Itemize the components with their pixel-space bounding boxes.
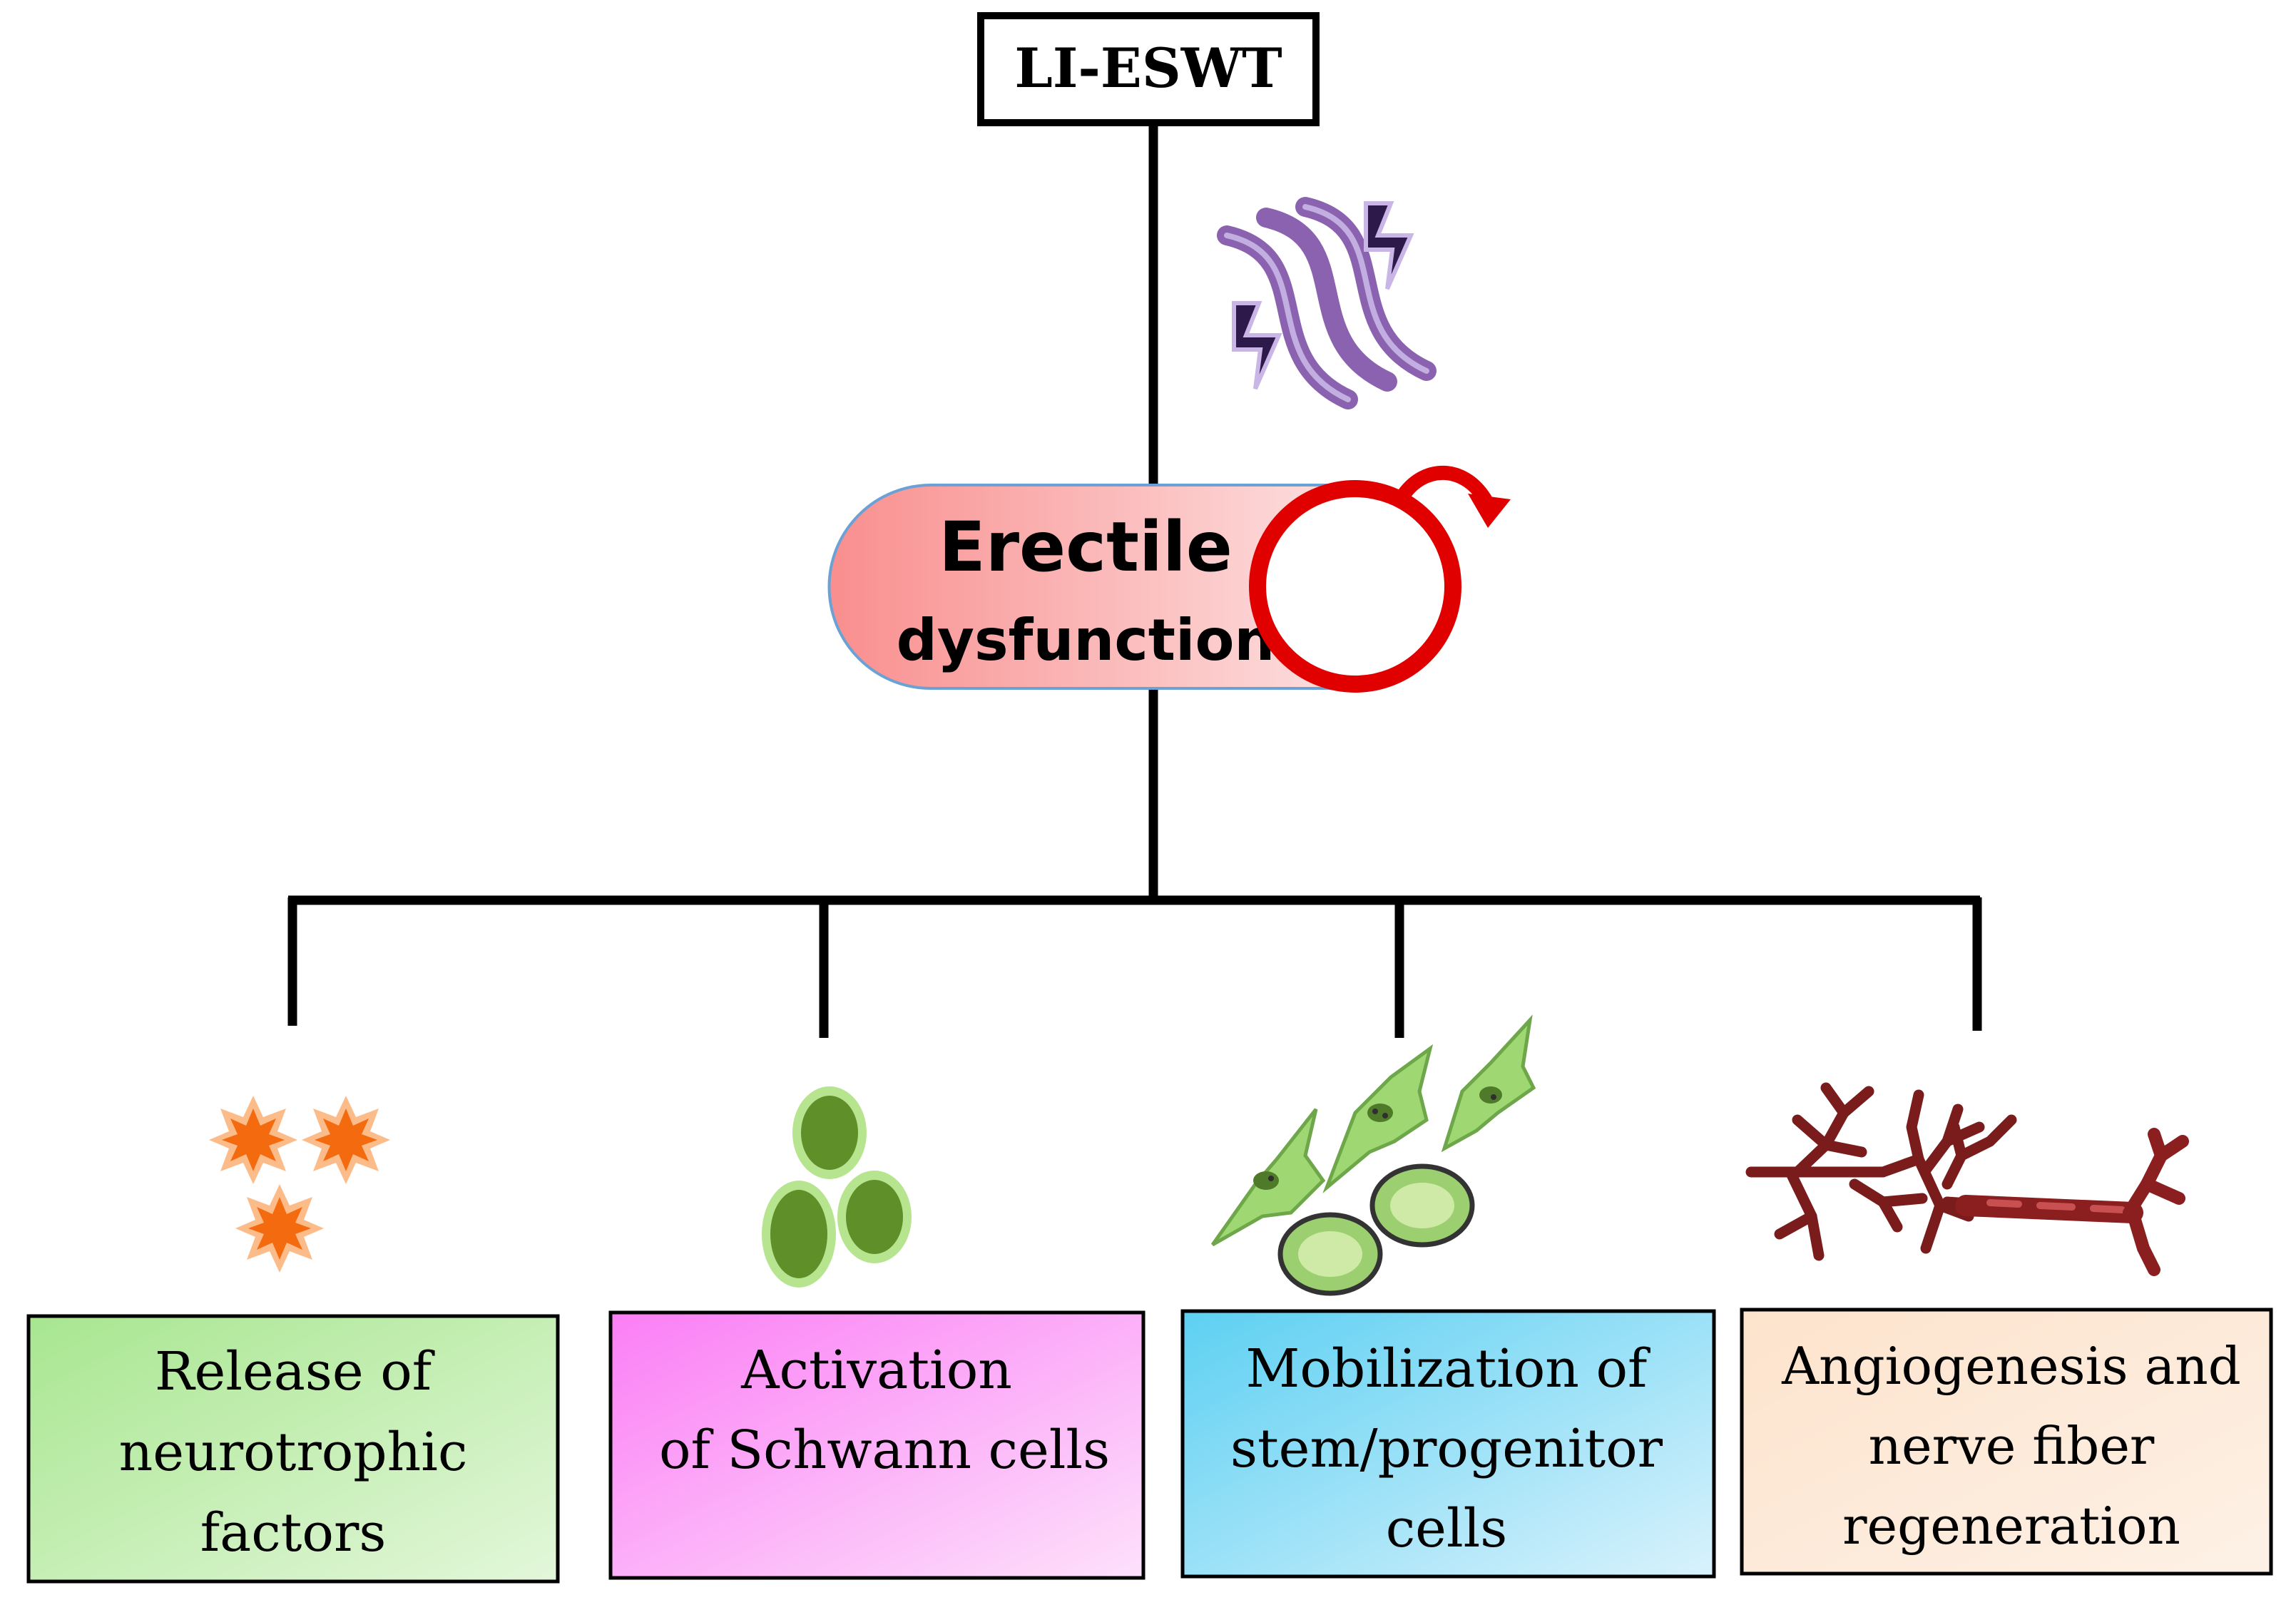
effect-1-line-1: of Schwann cells [659,1420,1110,1481]
male-symbol-icon [1249,465,1511,693]
effect-3-line-0: Angiogenesis and [1781,1336,2241,1396]
effect-0-line-1: neurotrophic [119,1422,468,1483]
effect-3-line-2: regeneration [1842,1496,2180,1556]
neurotrophic-factor-icon [209,1096,390,1273]
li-eswt-node: LI-ESWT [977,12,1320,126]
li-eswt-label: LI-ESWT [1014,36,1282,100]
effect-2-line-1: stem/progenitor [1230,1418,1663,1479]
center-label-line1: Erectile [939,507,1233,587]
stem-cells-icon [1210,1014,1536,1296]
shockwave-icon [1217,197,1437,409]
effect-2-line-0: Mobilization of [1246,1338,1650,1400]
effect-box-neurotrophic: Release of neurotrophic factors [26,1314,560,1584]
effect-0-line-0: Release of [155,1341,435,1402]
effect-box-stem-cells: Mobilization of stem/progenitor cells [1180,1309,1716,1579]
effect-box-schwann: Activation of Schwann cells [608,1310,1146,1580]
effect-3-line-1: nerve fiber [1869,1416,2155,1476]
connector-lines [287,123,1982,1038]
schwann-cells-icon [762,1086,912,1288]
erectile-dysfunction-node: Erectile dysfunction [827,484,1349,690]
center-label-line2: dysfunction [897,607,1275,673]
effect-2-line-2: cells [1386,1498,1508,1559]
blood-vessel-icon [1745,1082,2189,1276]
effect-box-angiogenesis: Angiogenesis and nerve fiber regeneratio… [1740,1308,2273,1576]
effect-0-line-2: factors [200,1502,387,1564]
effect-1-line-0: Activation [740,1340,1012,1401]
